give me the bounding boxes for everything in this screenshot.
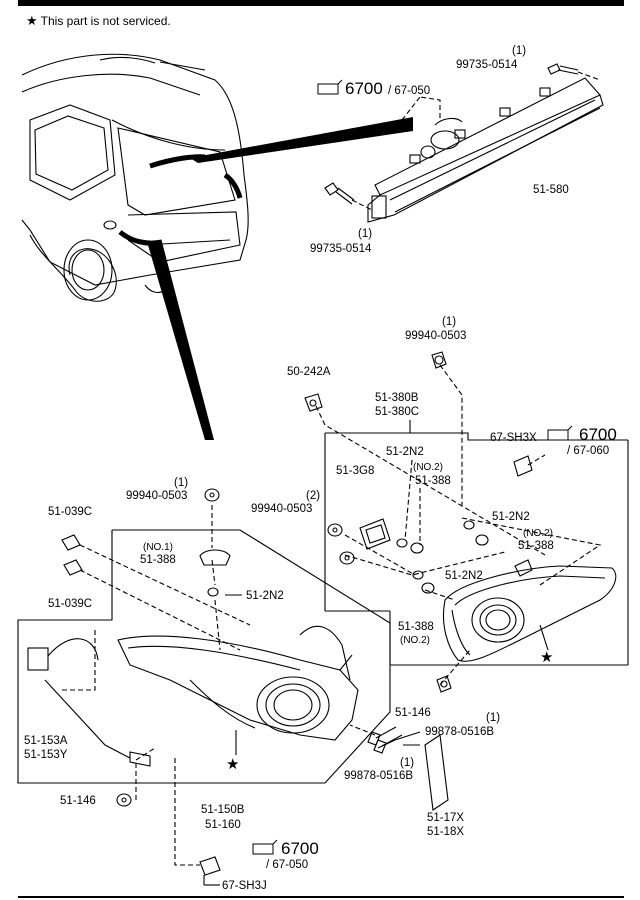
ref-right-sub: / 67-060 [567, 445, 609, 457]
left-small-parts [27, 488, 449, 876]
pointing-hand-icon-top [317, 79, 343, 95]
pointing-hand-icon-bot [252, 839, 278, 855]
left-box [17, 529, 391, 784]
p-99940-m-qty: (2) [306, 490, 320, 502]
p-51-146-r: 51-146 [395, 707, 431, 719]
ref-bot-num: 6700 [281, 839, 319, 858]
p-99878-a-code: 99878-0516B [425, 726, 494, 738]
p-51-388-b-qty: (NO.2) [523, 528, 553, 539]
p-51-388-a-code: 51-388 [415, 475, 451, 487]
p-99735-top-qty: (1) [512, 45, 526, 57]
ref-right-num: 6700 [579, 425, 617, 444]
right-box-top [325, 432, 520, 441]
p-51-388-a-qty: (NO.2) [413, 462, 443, 473]
p-99735-mid-qty: (1) [358, 228, 372, 240]
callout-wedge-top [190, 117, 413, 163]
p-99940-l-qty: (1) [174, 477, 188, 489]
p-99878-b-qty: (1) [400, 757, 414, 769]
p-51-2N2-c: 51-2N2 [492, 511, 530, 523]
ref-bot-sub: / 67-050 [266, 859, 308, 871]
p-51-380-2: 51-380C [375, 406, 419, 418]
p-99940-r-qty: (1) [442, 316, 456, 328]
not-serviced-note: ★This part is not serviced. [26, 13, 171, 29]
p-51-150-2: 51-160 [205, 819, 241, 831]
p-99878-b-code: 99878-0516B [344, 770, 413, 782]
left-lamp-drawing [117, 625, 359, 741]
p-51-146-l: 51-146 [60, 795, 96, 807]
p-51-388-b-code: 51-388 [518, 540, 554, 552]
note-text: This part is not serviced. [40, 14, 171, 28]
p-51-388-no1-code: 51-388 [140, 554, 176, 566]
p-99940-m-code: 99940-0503 [251, 503, 312, 515]
p-51-380-1: 51-380B [375, 392, 419, 404]
p-51-388-no1-qty: (NO.1) [143, 542, 173, 553]
p-99735-top-code: 99735-0514 [456, 59, 518, 71]
p-51-3G8: 51-3G8 [336, 465, 374, 477]
p-50-242A: 50-242A [287, 366, 331, 378]
callout-wedge-bottom [148, 242, 214, 440]
p-67-SH3J: 67-SH3J [222, 880, 267, 892]
ref-top-sub: / 67-050 [388, 85, 430, 97]
p-99878-a-qty: (1) [486, 712, 500, 724]
ref-top-num: 6700 [345, 79, 383, 98]
p-51-2N2-d: 51-2N2 [445, 570, 483, 582]
p-99940-r-code: 99940-0503 [405, 330, 466, 342]
p-99735-mid-code: 99735-0514 [310, 243, 372, 255]
pointing-hand-icons [252, 79, 573, 855]
p-51-388-c-qty: (NO.2) [400, 635, 430, 646]
vehicle-illustration [21, 53, 249, 302]
top-rule [18, 0, 624, 6]
star-icon-left-lamp: ★ [226, 756, 239, 773]
p-51-150-1: 51-150B [201, 804, 245, 816]
p-99940-l-code: 99940-0503 [126, 490, 187, 502]
p-51-039C-bot: 51-039C [48, 598, 92, 610]
p-51-2N2-a: 51-2N2 [386, 446, 424, 458]
star-icon: ★ [26, 13, 38, 28]
bottom-rule [18, 896, 624, 898]
p-51-18X: 51-18X [427, 826, 464, 838]
p-51-153-1: 51-153A [24, 735, 68, 747]
p-51-580: 51-580 [533, 184, 569, 196]
p-51-153-2: 51-153Y [24, 749, 68, 761]
star-icon-right-lamp: ★ [540, 649, 553, 666]
right-small-parts [304, 351, 533, 693]
p-51-039C-top: 51-039C [48, 506, 92, 518]
pointing-hand-icon-right [547, 425, 573, 441]
high-mount-lamp-drawing [324, 63, 604, 223]
p-51-388-c-code: 51-388 [398, 621, 434, 633]
p-67-SH3X: 67-SH3X [490, 432, 537, 444]
p-51-2N2-b: 51-2N2 [246, 590, 284, 602]
p-51-17X: 51-17X [427, 812, 464, 824]
